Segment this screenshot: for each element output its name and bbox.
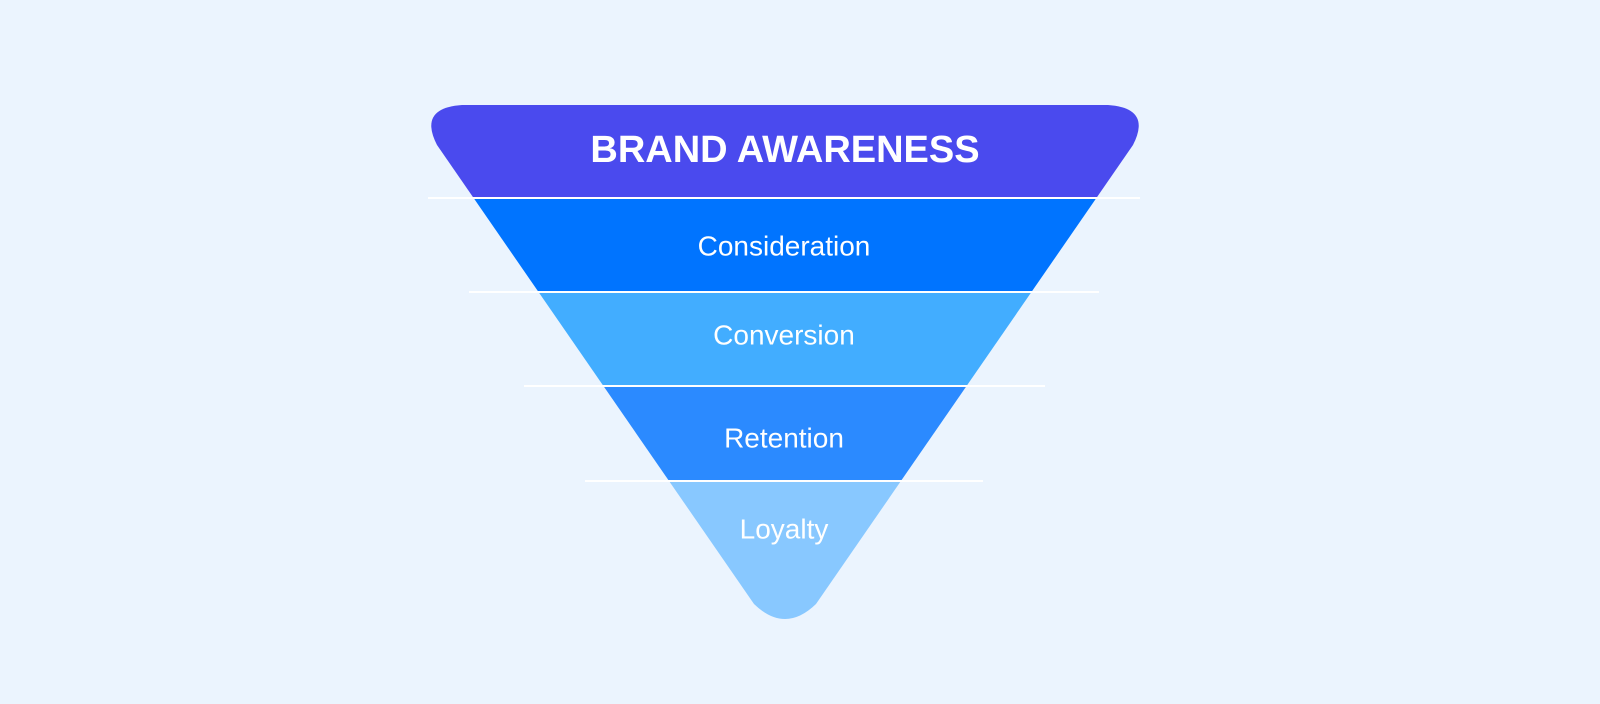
stage-band-brand-awareness [431,105,1139,199]
stage-band-consideration [431,198,1139,293]
stage-label-retention: Retention [724,423,844,454]
stage-label-consideration: Consideration [698,231,871,262]
stage-band-loyalty [431,481,1139,619]
stage-label-loyalty: Loyalty [740,514,829,545]
stage-label-brand-awareness: BRAND AWARENESS [590,129,979,171]
stage-label-conversion: Conversion [713,320,855,351]
